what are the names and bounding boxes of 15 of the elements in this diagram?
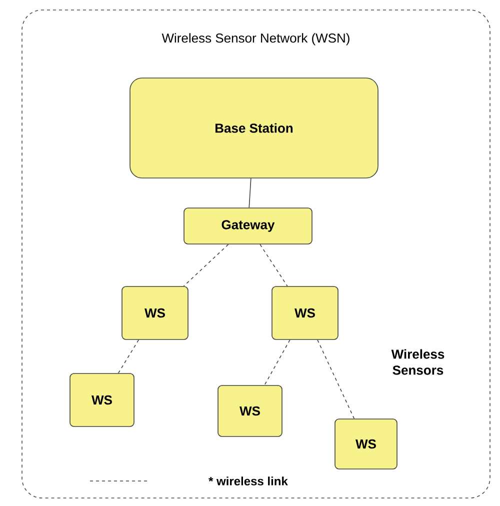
wired-link	[248, 178, 252, 208]
station-box: Base Station	[130, 78, 378, 178]
wireless-link	[183, 244, 229, 286]
wireless-link	[317, 340, 355, 419]
wireless-link	[264, 340, 290, 386]
sensor-box: WS	[122, 286, 188, 340]
wireless-link	[118, 340, 140, 374]
gateway-box: Gateway	[184, 208, 312, 244]
sensor-box: WS	[334, 418, 398, 470]
wireless-link	[260, 244, 288, 286]
sensor-box: WS	[272, 286, 338, 340]
sensor-box: WS	[70, 373, 134, 427]
sensor-box: WS	[218, 385, 282, 437]
legend-text: * wireless link	[208, 476, 288, 486]
group-label: Wireless Sensors	[391, 349, 444, 375]
